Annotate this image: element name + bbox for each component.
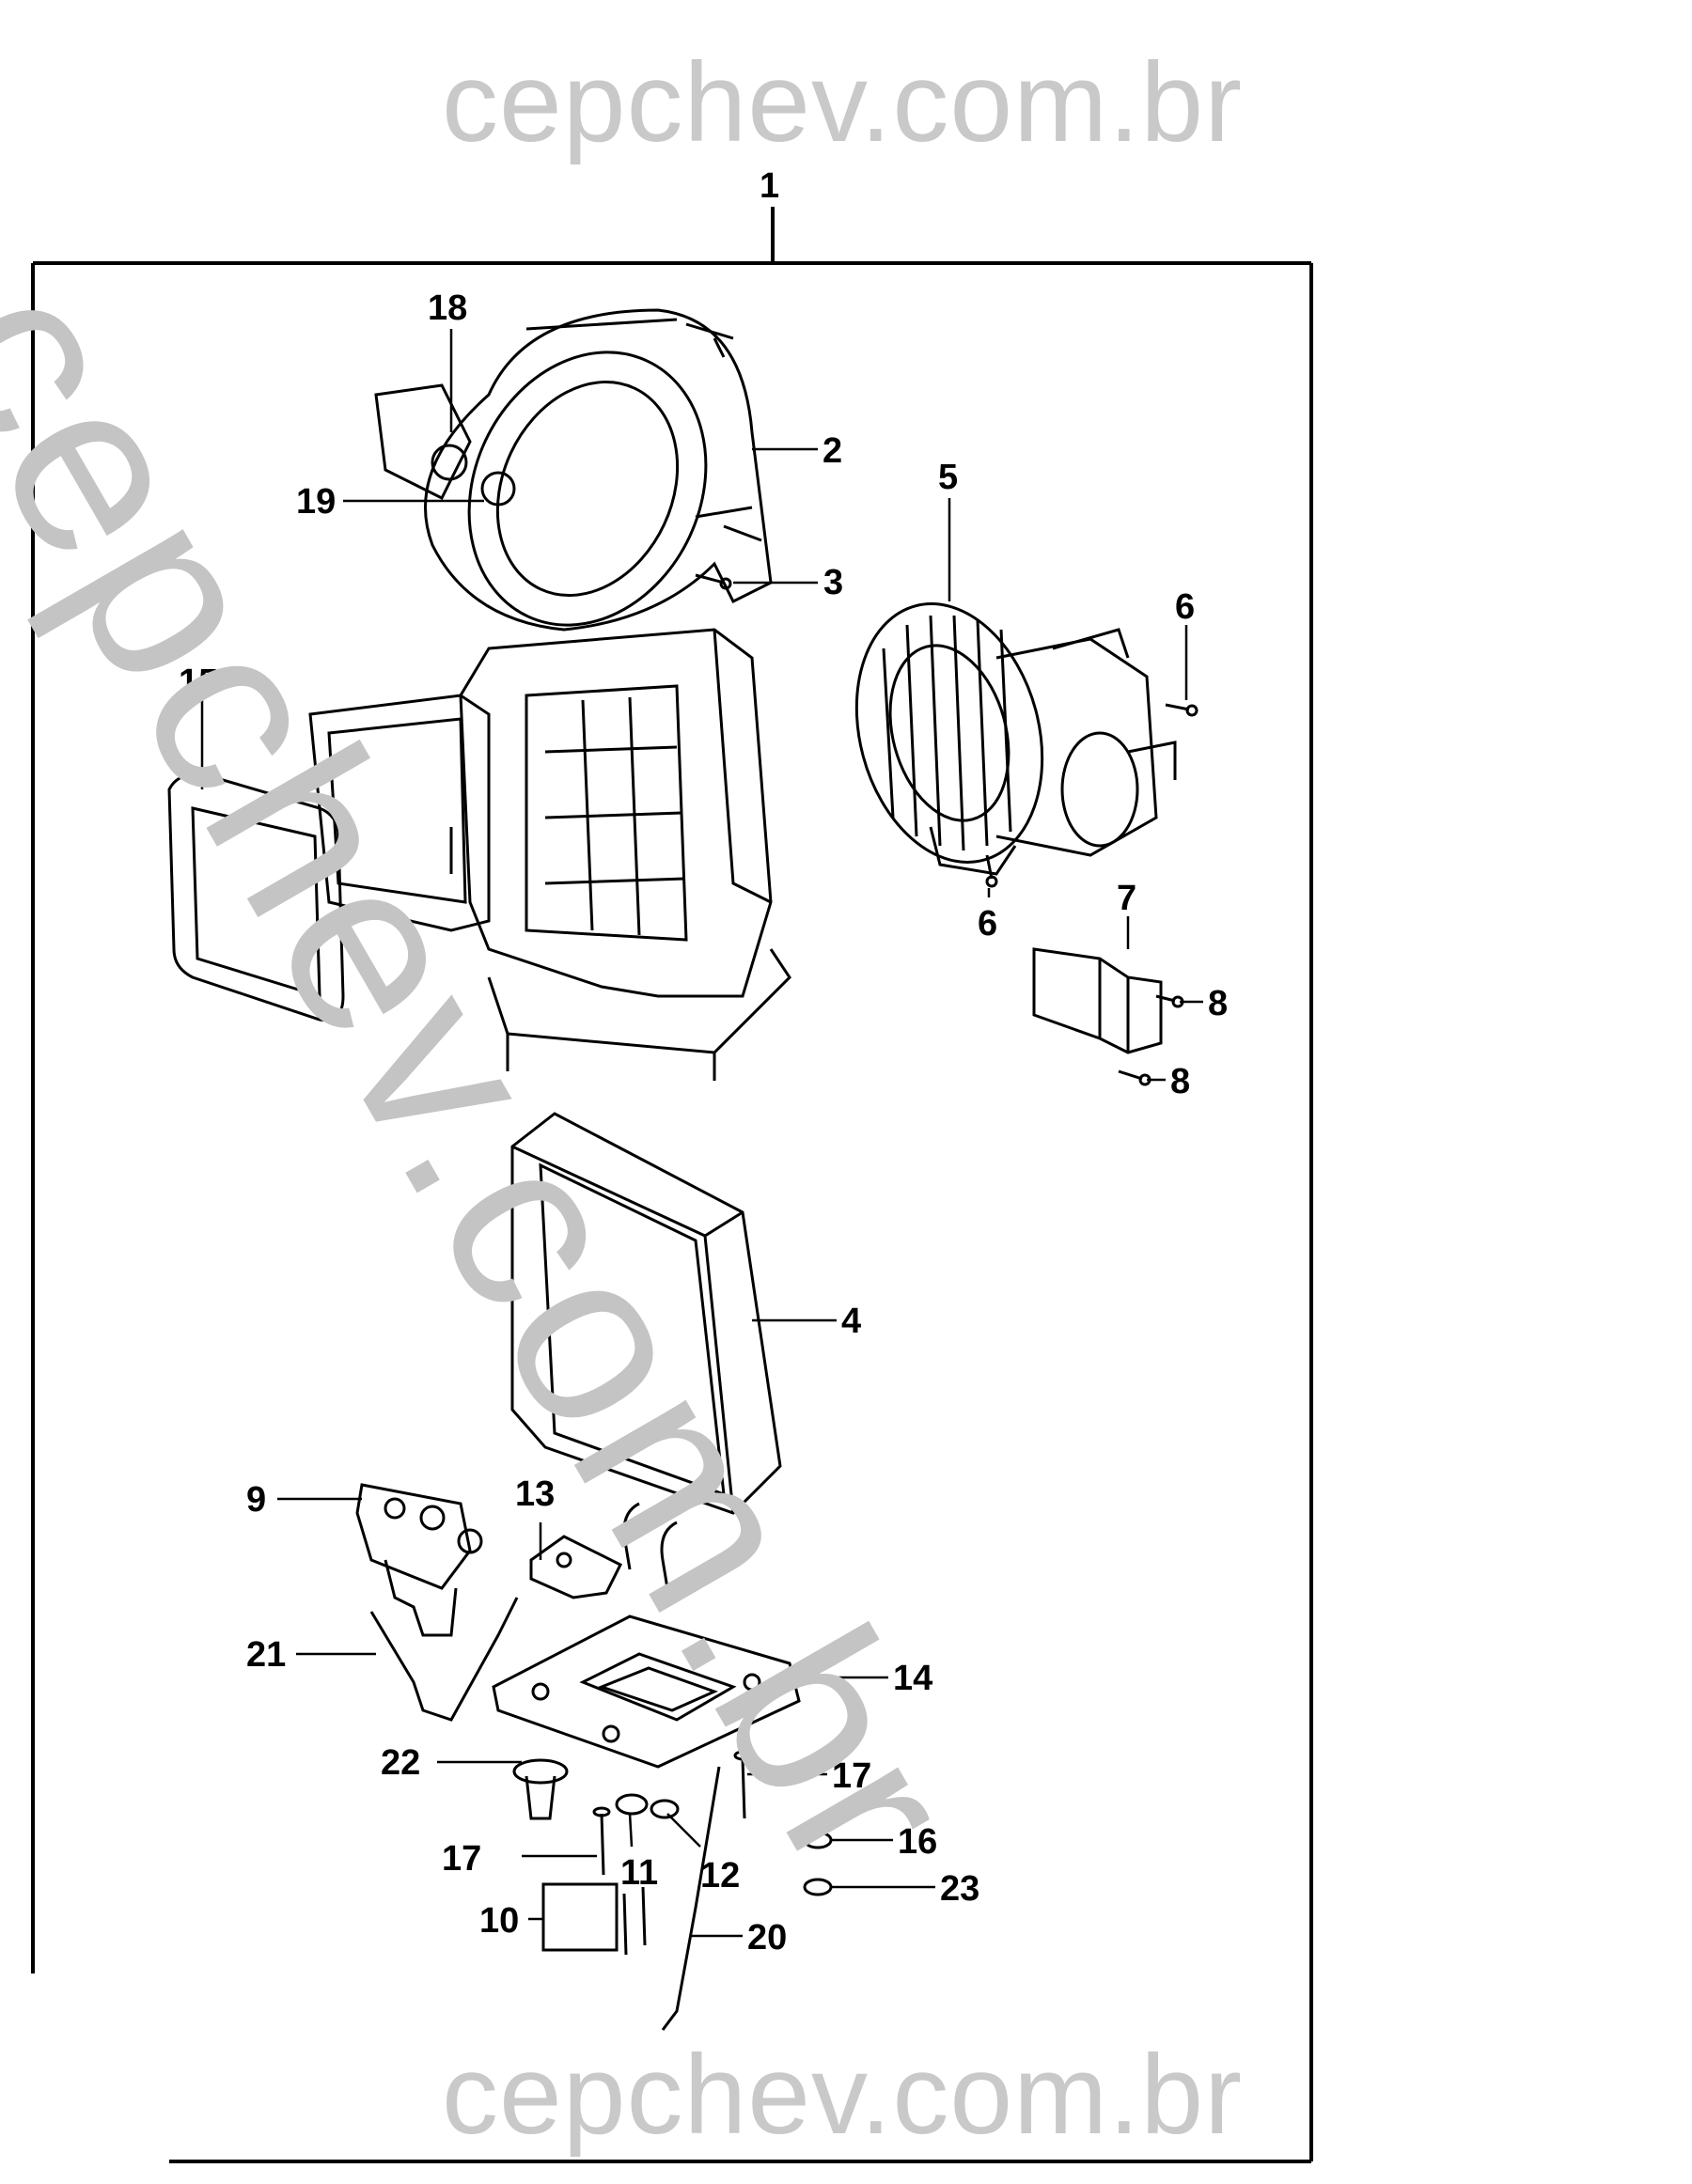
callout-4: 4 (841, 1302, 861, 1341)
callout-8b: 8 (1170, 1062, 1190, 1101)
callout-17a: 17 (832, 1756, 871, 1796)
callout-1: 1 (760, 166, 779, 206)
callout-17b: 17 (442, 1839, 481, 1879)
fastener-kit (541, 1882, 647, 1956)
callout-20: 20 (747, 1918, 787, 1958)
blower-housing (424, 308, 773, 632)
callout-13: 13 (515, 1474, 555, 1514)
screw-part-6 (985, 703, 1198, 888)
drain-plug (512, 1758, 569, 1820)
callout-10: 10 (479, 1901, 519, 1941)
callout-3: 3 (823, 563, 843, 602)
watermark-top: cepchev.com.br (442, 39, 1244, 165)
filter-gasket (167, 772, 345, 1022)
housing-bracket (374, 383, 516, 507)
cover-plate (492, 1615, 801, 1769)
screw-part-3 (695, 573, 732, 590)
callout-11: 11 (620, 1853, 658, 1893)
callout-22: 22 (381, 1743, 420, 1783)
blower-resistor (1032, 947, 1163, 1054)
callout-numbers: 1 18 2 19 3 5 6 15 6 7 8 8 4 9 13 21 14 … (179, 166, 1228, 1958)
temperature-probe (369, 1597, 519, 1722)
callout-23: 23 (940, 1869, 979, 1909)
callout-6a: 6 (1175, 587, 1195, 627)
o-rings (615, 1793, 833, 1896)
callout-21: 21 (246, 1635, 286, 1675)
pipe-clip (529, 1535, 623, 1599)
callout-12: 12 (700, 1856, 740, 1895)
callout-2: 2 (822, 431, 842, 471)
callout-14: 14 (893, 1659, 932, 1698)
evaporator-core (510, 1112, 782, 1589)
callout-15: 15 (179, 663, 218, 702)
callout-9: 9 (246, 1480, 266, 1520)
expansion-valve (355, 1483, 483, 1637)
assembly-frame (31, 207, 1313, 2163)
leader-lines (200, 329, 1203, 1938)
callout-7: 7 (1117, 879, 1136, 918)
callout-19: 19 (296, 482, 336, 522)
evaporator-case (308, 628, 791, 1081)
watermark-bottom: cepchev.com.br (442, 2032, 1244, 2158)
blower-motor (854, 602, 1177, 876)
callout-6b: 6 (978, 904, 997, 944)
bolt-part-17 (592, 1750, 752, 1876)
callout-8a: 8 (1208, 984, 1228, 1023)
callout-16: 16 (898, 1822, 937, 1862)
drain-tube (661, 1766, 721, 2031)
callout-5: 5 (938, 458, 958, 497)
callout-18: 18 (428, 289, 467, 328)
